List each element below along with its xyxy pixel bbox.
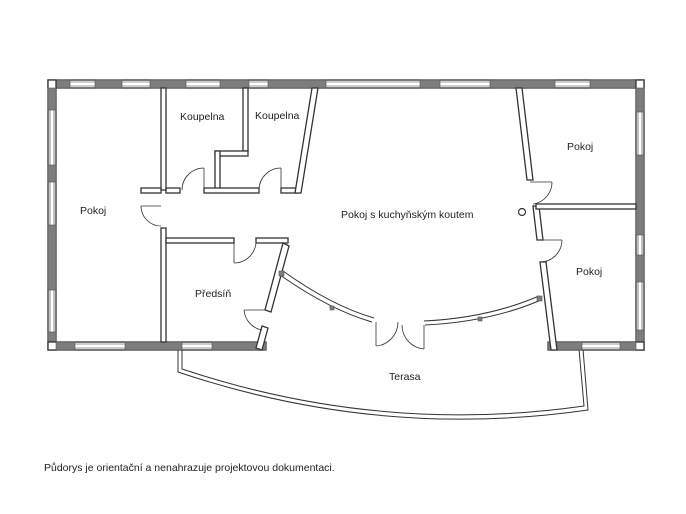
room-label-predsin: Předsíň bbox=[195, 288, 231, 300]
exterior-wall-right bbox=[635, 79, 645, 351]
doors bbox=[140, 167, 563, 350]
curved-glass-facade bbox=[278, 270, 543, 326]
room-label-koupelna-2: Koupelna bbox=[255, 110, 300, 122]
exterior-wall-left bbox=[47, 79, 57, 351]
exterior-wall-top bbox=[47, 79, 645, 89]
exterior-wall-bottom-right bbox=[547, 341, 645, 351]
disclaimer-note: Půdorys je orientační a nenahrazuje proj… bbox=[44, 462, 335, 474]
room-label-koupelna-1: Koupelna bbox=[180, 111, 225, 123]
terrace-outline bbox=[177, 348, 589, 420]
exterior-wall-bottom-left bbox=[47, 341, 267, 351]
room-label-pokoj-bottom-right: Pokoj bbox=[576, 266, 602, 278]
interior-walls bbox=[140, 87, 637, 351]
column-marker bbox=[517, 207, 527, 217]
room-label-pokoj-top-right: Pokoj bbox=[567, 141, 593, 153]
room-label-terasa: Terasa bbox=[389, 371, 421, 383]
room-label-pokoj-left: Pokoj bbox=[80, 205, 106, 217]
room-label-living-kitchen: Pokoj s kuchyňským koutem bbox=[341, 209, 474, 221]
